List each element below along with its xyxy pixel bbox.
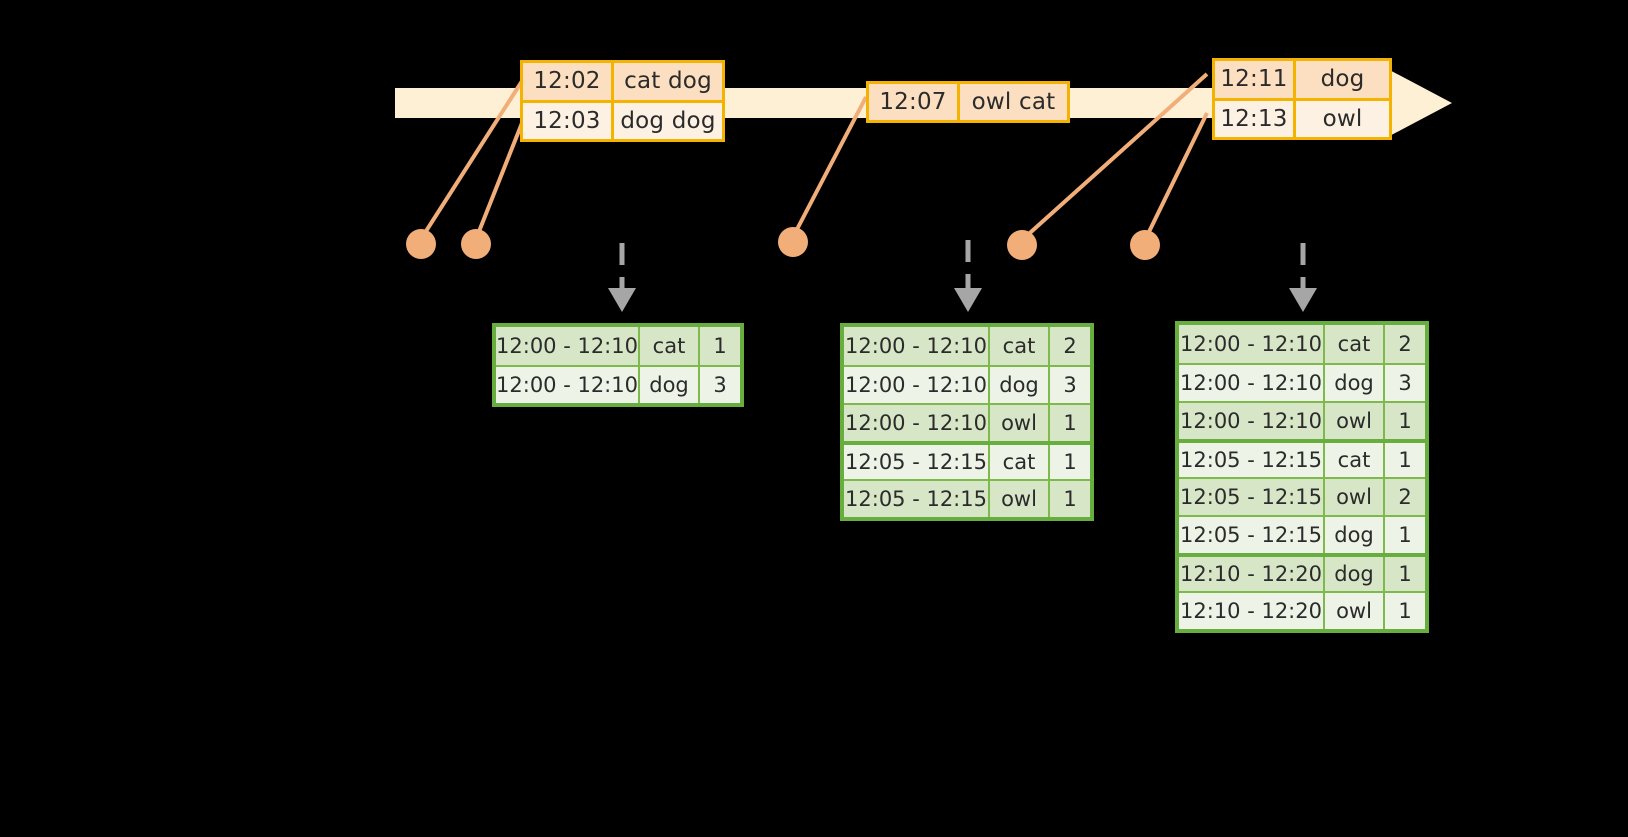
cell-count: 1 — [1398, 523, 1412, 547]
event-box-2[interactable]: 12:07 owl cat — [866, 81, 1070, 123]
cell-key: dog — [1325, 517, 1385, 553]
event-payload: dog dog — [620, 107, 716, 134]
cell-window: 12:05 - 12:15 — [844, 445, 990, 479]
cell-key: dog — [1325, 365, 1385, 401]
cell-count: 1 — [1398, 409, 1412, 433]
cell-window: 12:00 - 12:10 — [1179, 365, 1325, 401]
cell-window: 12:05 - 12:15 — [1179, 479, 1325, 515]
cell-key: owl — [1325, 593, 1385, 629]
trigger-dot-1 — [406, 229, 436, 259]
cell-count: 3 — [1398, 371, 1412, 395]
cell-window: 12:10 - 12:20 — [1179, 593, 1325, 629]
cell-key: cat — [1325, 325, 1385, 363]
event-payload: cat dog — [624, 68, 712, 95]
event-row: 12:13 owl — [1215, 97, 1389, 137]
cell-count: 2 — [1398, 332, 1412, 356]
cell-key: cat — [640, 327, 700, 365]
cell-count: 1 — [1398, 448, 1412, 472]
cell-key: cat — [990, 445, 1050, 479]
cell-key: dog — [990, 367, 1050, 403]
cell-count: 3 — [713, 373, 727, 397]
cell-window: 12:00 - 12:10 — [496, 367, 640, 403]
cell-key: owl — [1325, 403, 1385, 439]
trigger-dot-5 — [1130, 230, 1160, 260]
cell-key: cat — [990, 327, 1050, 365]
event-payload: owl cat — [971, 89, 1056, 115]
cell-window: 12:00 - 12:10 — [844, 367, 990, 403]
event-payload: dog — [1320, 66, 1365, 93]
cell-count: 1 — [713, 334, 727, 358]
event-row: 12:07 owl cat — [869, 84, 1067, 120]
trigger-dot-3 — [778, 227, 808, 257]
event-row: 12:03 dog dog — [523, 99, 722, 139]
event-box-1[interactable]: 12:02 cat dog 12:03 dog dog — [520, 60, 725, 142]
cell-count: 1 — [1063, 487, 1077, 511]
cell-window: 12:00 - 12:10 — [1179, 403, 1325, 439]
event-box-3[interactable]: 12:11 dog 12:13 owl — [1212, 58, 1392, 140]
emit-arrow-3 — [1289, 243, 1317, 312]
cell-key: owl — [1325, 479, 1385, 515]
cell-window: 12:05 - 12:15 — [844, 481, 990, 517]
cell-key: cat — [1325, 443, 1385, 477]
connector-line-2 — [474, 117, 526, 240]
event-time: 12:02 — [523, 63, 614, 100]
cell-count: 1 — [1398, 599, 1412, 623]
event-time: 12:13 — [1215, 100, 1296, 137]
connector-line-1 — [419, 76, 526, 241]
cell-key: dog — [640, 367, 700, 403]
cell-count: 1 — [1063, 411, 1077, 435]
connector-line-5 — [1143, 112, 1209, 241]
connector-line-3 — [791, 96, 868, 238]
cell-count: 2 — [1063, 334, 1077, 358]
trigger-dot-4 — [1007, 230, 1037, 260]
event-payload: owl — [1322, 105, 1363, 132]
cell-key: dog — [1325, 557, 1385, 591]
cell-window: 12:00 - 12:10 — [844, 327, 990, 365]
event-time: 12:03 — [523, 102, 614, 139]
trigger-dot-2 — [461, 229, 491, 259]
cell-key: owl — [990, 481, 1050, 517]
cell-window: 12:10 - 12:20 — [1179, 557, 1325, 591]
event-row: 12:11 dog — [1215, 61, 1389, 98]
cell-window: 12:05 - 12:15 — [1179, 443, 1325, 477]
event-time: 12:07 — [869, 84, 960, 120]
emit-arrow-1 — [608, 243, 636, 312]
cell-window: 12:00 - 12:10 — [1179, 325, 1325, 363]
cell-window: 12:05 - 12:15 — [1179, 517, 1325, 553]
cell-count: 1 — [1398, 562, 1412, 586]
emit-arrow-2 — [954, 240, 982, 312]
cell-count: 1 — [1063, 450, 1077, 474]
cell-key: owl — [990, 405, 1050, 441]
event-time: 12:11 — [1215, 61, 1296, 98]
cell-window: 12:00 - 12:10 — [844, 405, 990, 441]
cell-window: 12:00 - 12:10 — [496, 327, 640, 365]
cell-count: 2 — [1398, 485, 1412, 509]
event-row: 12:02 cat dog — [523, 63, 722, 100]
cell-count: 3 — [1063, 373, 1077, 397]
